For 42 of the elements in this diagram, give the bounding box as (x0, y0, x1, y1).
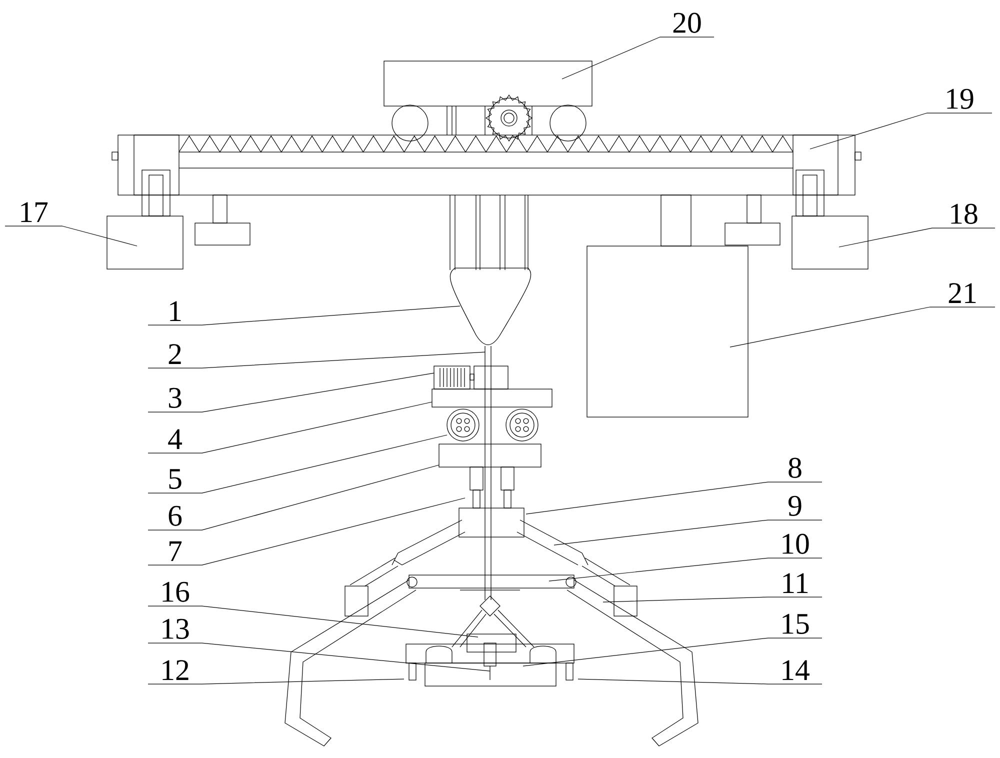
callout-number: 10 (782, 534, 809, 554)
callout-number: 4 (168, 429, 182, 449)
leader-line (526, 482, 822, 514)
leader-line (522, 638, 822, 666)
callout-number: 18 (951, 204, 978, 224)
callout-number: 19 (947, 88, 974, 109)
leader-line (148, 352, 486, 368)
leader-line (562, 36, 714, 80)
leader-line (148, 306, 460, 326)
leader-line (148, 606, 478, 638)
leader-line (148, 498, 466, 566)
leader-line (148, 678, 404, 684)
leader-line (838, 228, 996, 248)
callout-number: 12 (162, 660, 188, 680)
callout-number: 2 (168, 344, 181, 364)
leader-line (554, 520, 822, 546)
leader-line (148, 434, 448, 494)
leader-line (4, 226, 138, 246)
callout-number: 11 (783, 573, 808, 593)
callout-number: 7 (170, 541, 182, 561)
callout-number: 9 (788, 496, 802, 516)
leader-line (730, 306, 996, 348)
callout-number: 3 (168, 388, 182, 408)
callout-number: 17 (21, 202, 48, 222)
leader-line (548, 558, 822, 582)
callout-number: 16 (162, 582, 190, 602)
callout-number: 21 (948, 283, 976, 303)
callout-number: 6 (168, 506, 182, 526)
leader-line (148, 372, 434, 412)
callout-number: 15 (782, 614, 809, 634)
callout-number: 1 (170, 301, 181, 321)
callout-number: 8 (788, 458, 802, 478)
leader-line (810, 112, 992, 150)
leader-line (602, 596, 822, 602)
leader-line (148, 402, 432, 454)
leader-line (148, 464, 440, 530)
callout-number: 5 (169, 469, 182, 489)
callout-number: 13 (162, 618, 189, 639)
callout-number: 14 (782, 660, 810, 680)
callout-number: 20 (673, 12, 701, 33)
leader-line (578, 678, 822, 684)
leader-line (148, 642, 490, 672)
